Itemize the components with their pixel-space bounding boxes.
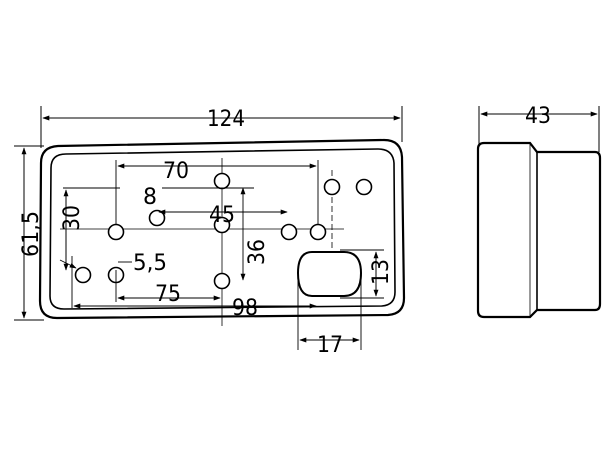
dim-label-overall-height: 61,5 [19, 211, 44, 257]
dim-label-small-offset: 8 [143, 185, 157, 210]
dim-label-oval-height: 13 [369, 259, 394, 285]
dim-depth [478, 106, 600, 152]
hole [213, 216, 231, 234]
side-housing-outline [476, 141, 602, 319]
hole [309, 223, 327, 241]
dim-lower-spacing [115, 270, 221, 302]
hole [148, 209, 166, 227]
dim-overall-height [14, 145, 44, 321]
side-view: 43 [476, 104, 602, 319]
dim-label-hole-diameter: 5,5 [133, 251, 167, 276]
mounting-holes [74, 172, 373, 290]
dim-bottom-spacing [71, 256, 317, 309]
hole [280, 223, 298, 241]
dim-label-depth: 43 [525, 104, 551, 129]
dim-hole-diameter [59, 259, 132, 269]
dim-oval-height [340, 249, 384, 299]
dim-label-middle-spacing: 45 [209, 203, 235, 228]
center-lines [60, 158, 344, 326]
dim-label-bottom-spacing: 98 [232, 296, 258, 321]
dim-label-lower-spacing: 75 [155, 282, 181, 307]
dim-oval-width [297, 270, 362, 350]
hole [107, 223, 125, 241]
hole [323, 178, 341, 196]
housing-inner-outline [49, 148, 396, 310]
dim-overall-width [40, 106, 403, 148]
hole [213, 272, 231, 290]
dim-label-left-vertical: 30 [60, 205, 85, 231]
hole [355, 178, 373, 196]
hole [74, 266, 92, 284]
dim-label-overall-width: 124 [207, 107, 245, 132]
dim-label-oval-width: 17 [317, 333, 343, 358]
hole [213, 172, 231, 190]
front-view: 124 61,5 70 8 45 30 [14, 106, 406, 358]
oval-opening [296, 251, 363, 297]
dim-label-right-vertical: 36 [245, 239, 270, 265]
dim-label-upper-spacing: 70 [163, 159, 189, 184]
dim-small-offset [63, 187, 254, 281]
housing-outer-outline [38, 138, 406, 320]
dim-upper-spacing [115, 160, 319, 224]
